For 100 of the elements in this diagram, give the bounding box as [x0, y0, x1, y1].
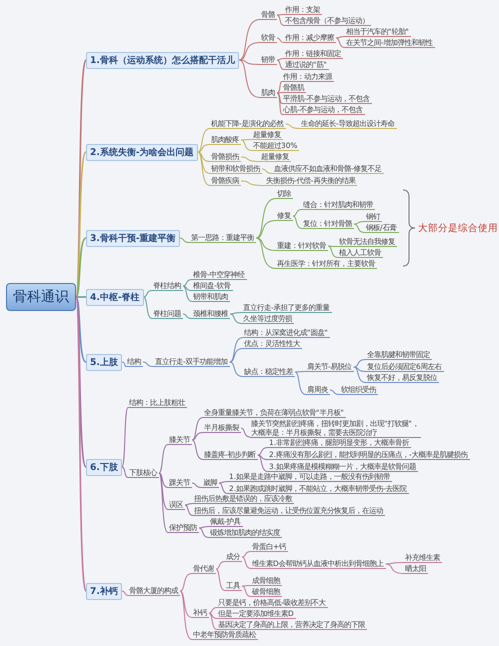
connector-line	[285, 124, 300, 129]
connector-line	[229, 362, 244, 377]
connector-line	[208, 612, 218, 619]
connector-line	[256, 220, 276, 238]
topic-box: 7.补钙	[86, 582, 122, 600]
connector-line	[197, 144, 210, 152]
topic-box: 2.系统失衡-为啥会出问题	[86, 144, 198, 160]
connector-line	[142, 362, 154, 367]
connector-line	[182, 314, 192, 319]
connector-line	[180, 590, 192, 640]
connector-line	[182, 286, 192, 291]
connector-line	[242, 586, 252, 597]
central-topic-box: 骨科通识	[6, 283, 76, 311]
connector-line	[192, 440, 204, 460]
connector-line	[276, 92, 282, 94]
connector-line	[238, 60, 260, 98]
topic-box: 4.中枢-脊柱	[86, 288, 144, 306]
connector-line	[198, 528, 210, 538]
connector-line	[354, 224, 366, 233]
connector-line	[238, 42, 260, 60]
connector-line	[276, 38, 284, 43]
connector-line	[158, 472, 168, 533]
connector-line	[158, 472, 168, 510]
connector-line	[192, 417, 204, 440]
connector-line	[198, 526, 210, 528]
connector-line	[230, 314, 242, 324]
connector-line	[121, 362, 126, 367]
connector-line	[256, 238, 276, 269]
connector-line	[197, 152, 210, 174]
connector-line	[354, 221, 366, 224]
connector-line	[121, 466, 128, 478]
connector-line	[229, 337, 244, 362]
connector-line	[192, 482, 202, 488]
connector-line	[158, 472, 168, 488]
connector-line	[257, 447, 268, 456]
connector-line	[75, 296, 86, 363]
connector-line	[143, 296, 152, 319]
connector-line	[353, 366, 366, 372]
connector-line	[158, 444, 168, 474]
connector-line	[184, 504, 194, 516]
connector-line	[182, 286, 192, 302]
connector-line	[75, 237, 86, 298]
connector-line	[121, 590, 128, 596]
connector-line	[385, 564, 404, 574]
connector-line	[216, 561, 226, 570]
connector-line	[179, 238, 190, 243]
connector-line	[218, 482, 228, 494]
connector-line	[328, 246, 338, 247]
connector-line	[184, 503, 194, 506]
connector-line	[192, 432, 204, 440]
connector-line	[75, 152, 87, 298]
connector-line	[182, 279, 192, 286]
connector-line	[240, 180, 266, 186]
connector-line	[336, 38, 346, 48]
topic-box: 3.骨科干预-重建平衡	[86, 230, 180, 246]
connector-line	[208, 607, 218, 614]
connector-line	[276, 92, 282, 115]
connector-line	[276, 92, 282, 104]
connector-line	[276, 14, 284, 26]
connector-line	[180, 590, 192, 618]
connector-line	[294, 372, 306, 395]
connector-line	[216, 568, 226, 591]
connector-line	[292, 209, 302, 216]
connector-line	[240, 428, 250, 438]
connector-line	[208, 612, 218, 630]
connector-line	[230, 312, 242, 314]
connector-line	[262, 168, 274, 174]
topic-box: 6.下肢	[86, 458, 122, 476]
connector-line	[76, 296, 86, 298]
connector-line	[385, 562, 404, 564]
connector-line	[276, 14, 284, 16]
connector-line	[197, 152, 210, 186]
connector-line	[256, 238, 276, 251]
connector-line	[242, 551, 252, 558]
connector-line	[257, 454, 268, 460]
connector-line	[240, 140, 252, 151]
connector-line	[242, 585, 252, 586]
connector-line	[292, 216, 302, 229]
connector-line	[218, 481, 228, 484]
connector-line	[294, 371, 306, 372]
connector-line	[257, 454, 268, 472]
topic-box: 5.上肢	[86, 354, 122, 370]
connector-line	[276, 58, 284, 60]
connector-line	[353, 366, 366, 383]
connector-line	[180, 573, 192, 592]
connector-line	[256, 198, 276, 238]
topic-box: 1.骨科（运动系统）怎么搭配干活儿	[86, 52, 239, 68]
connector-line	[276, 60, 284, 70]
connector-line	[240, 156, 260, 162]
connector-line	[229, 348, 244, 362]
note-text: 大部分是综合使用	[418, 222, 498, 235]
connector-line	[238, 60, 260, 65]
connector-line	[240, 139, 252, 140]
connector-line	[121, 407, 128, 468]
connector-line	[75, 296, 87, 592]
connector-line	[276, 81, 282, 94]
connector-line	[330, 390, 340, 395]
connector-line	[238, 19, 260, 60]
connector-line	[328, 246, 338, 258]
connector-line	[143, 290, 152, 298]
